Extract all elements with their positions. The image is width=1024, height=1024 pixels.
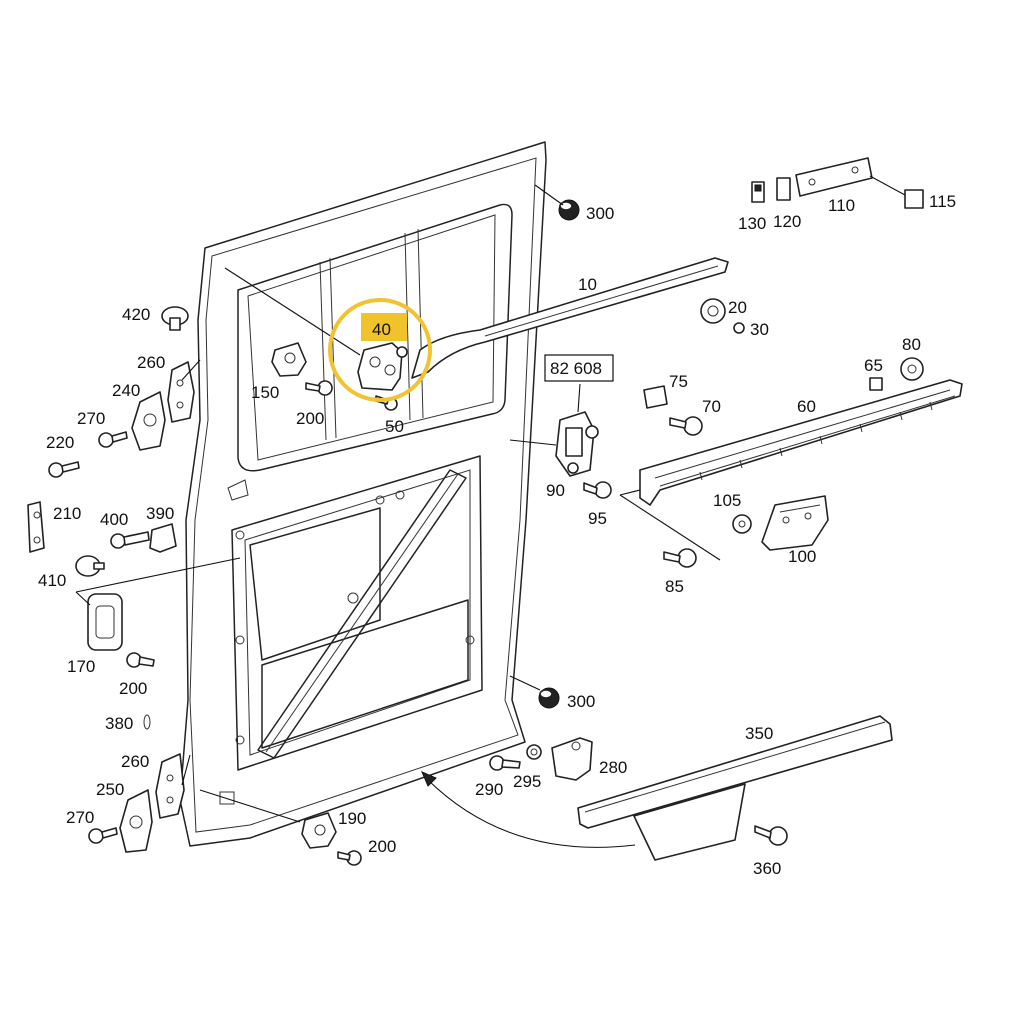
part-110-bracket bbox=[795, 157, 873, 197]
part-85-screw bbox=[663, 548, 697, 568]
part-95-screw bbox=[583, 481, 612, 499]
part-260-lower-catch bbox=[155, 753, 185, 819]
callout-85: 85 bbox=[665, 577, 684, 596]
part-410-plug bbox=[75, 555, 105, 577]
callout-130: 130 bbox=[738, 214, 766, 233]
callout-295: 295 bbox=[513, 772, 541, 791]
part-40-striker-highlighted bbox=[357, 342, 408, 391]
part-290-screw bbox=[489, 755, 521, 771]
part-260-upper-catch bbox=[167, 361, 195, 423]
callout-82608-box bbox=[544, 354, 614, 382]
part-65-shim bbox=[869, 377, 883, 391]
callout-360: 360 bbox=[753, 859, 781, 878]
part-250-lock-lower bbox=[119, 789, 153, 853]
part-270-screw-upper bbox=[98, 431, 128, 448]
part-200-screw-lower bbox=[337, 850, 362, 866]
callout-20: 20 bbox=[728, 298, 747, 317]
callout-240: 240 bbox=[112, 381, 140, 400]
callout-350: 350 bbox=[745, 724, 773, 743]
callout-110: 110 bbox=[828, 196, 855, 215]
callout-115: 115 bbox=[929, 192, 956, 211]
part-115-clip bbox=[904, 189, 924, 209]
part-90-hinge bbox=[555, 411, 599, 477]
callout-200-c: 200 bbox=[368, 837, 396, 856]
callout-40: 40 bbox=[372, 320, 391, 339]
part-30-washer bbox=[733, 322, 745, 334]
callout-280: 280 bbox=[599, 758, 627, 777]
callout-150: 150 bbox=[251, 383, 279, 402]
callout-190: 190 bbox=[338, 809, 366, 828]
part-200-screw-left bbox=[126, 652, 155, 668]
lower-guide-rail-part-60 bbox=[639, 379, 963, 506]
callout-82608: 82 608 bbox=[550, 359, 602, 378]
part-380-oring bbox=[143, 714, 151, 730]
callout-250: 250 bbox=[96, 780, 124, 799]
callout-labels: 40 10 20 30 50 60 65 70 75 80 82 608 85 … bbox=[38, 192, 956, 878]
callout-290: 290 bbox=[475, 780, 503, 799]
callout-95: 95 bbox=[588, 509, 607, 528]
callout-70: 70 bbox=[702, 397, 721, 416]
callout-80: 80 bbox=[902, 335, 921, 354]
part-400-screw bbox=[110, 531, 150, 549]
callout-90: 90 bbox=[546, 481, 565, 500]
callout-260-b: 260 bbox=[121, 752, 149, 771]
callout-105: 105 bbox=[713, 491, 741, 510]
part-70-screw bbox=[669, 416, 703, 436]
highlight-circle-part-40 bbox=[328, 298, 432, 402]
callout-170: 170 bbox=[67, 657, 95, 676]
part-130-clip bbox=[751, 181, 765, 203]
callout-60: 60 bbox=[797, 397, 816, 416]
callout-50: 50 bbox=[385, 417, 404, 436]
part-390-clip bbox=[149, 523, 177, 553]
part-210-bracket bbox=[27, 501, 45, 553]
callout-100: 100 bbox=[788, 547, 816, 566]
callout-210: 210 bbox=[53, 504, 81, 523]
part-75-pad bbox=[643, 385, 668, 409]
part-295-washer bbox=[526, 744, 542, 760]
part-420-plug bbox=[161, 306, 189, 331]
upper-guide-rail-part-10 bbox=[411, 257, 729, 379]
part-200-screw-upper bbox=[305, 380, 333, 396]
part-280-bracket bbox=[551, 737, 593, 781]
part-100-bracket bbox=[761, 495, 829, 551]
callout-410: 410 bbox=[38, 571, 66, 590]
leader-lines bbox=[75, 175, 906, 848]
part-240-lock-upper bbox=[131, 391, 166, 451]
callout-300-a: 300 bbox=[586, 204, 614, 223]
part-190-cap bbox=[301, 812, 337, 849]
callout-380: 380 bbox=[105, 714, 133, 733]
part-270-screw-lower bbox=[88, 827, 118, 844]
callout-270-b: 270 bbox=[66, 808, 94, 827]
sliding-door-shell bbox=[179, 141, 547, 847]
part-105-nut bbox=[732, 514, 752, 534]
part-360-screw bbox=[754, 825, 788, 846]
callout-10: 10 bbox=[578, 275, 597, 294]
step-cover-part-350 bbox=[577, 715, 893, 861]
part-80-roller bbox=[900, 357, 924, 381]
part-150-cap bbox=[271, 342, 307, 377]
callout-390: 390 bbox=[146, 504, 174, 523]
callout-260-a: 260 bbox=[137, 353, 165, 372]
callout-120: 120 bbox=[773, 212, 801, 231]
callout-200-b: 200 bbox=[119, 679, 147, 698]
callout-75: 75 bbox=[669, 372, 688, 391]
part-170-housing bbox=[87, 593, 123, 651]
part-300-lower-bushing bbox=[538, 687, 560, 709]
part-300-upper-bushing bbox=[558, 199, 580, 221]
callout-30: 30 bbox=[750, 320, 769, 339]
part-120-clip bbox=[776, 177, 791, 201]
callout-400: 400 bbox=[100, 510, 128, 529]
callout-65: 65 bbox=[864, 356, 883, 375]
callout-270-a: 270 bbox=[77, 409, 105, 428]
callout-220: 220 bbox=[46, 433, 74, 452]
part-20-roller bbox=[700, 298, 726, 324]
callout-200-a: 200 bbox=[296, 409, 324, 428]
part-220-screw bbox=[48, 461, 80, 478]
callout-300-b: 300 bbox=[567, 692, 595, 711]
callout-420: 420 bbox=[122, 305, 150, 324]
